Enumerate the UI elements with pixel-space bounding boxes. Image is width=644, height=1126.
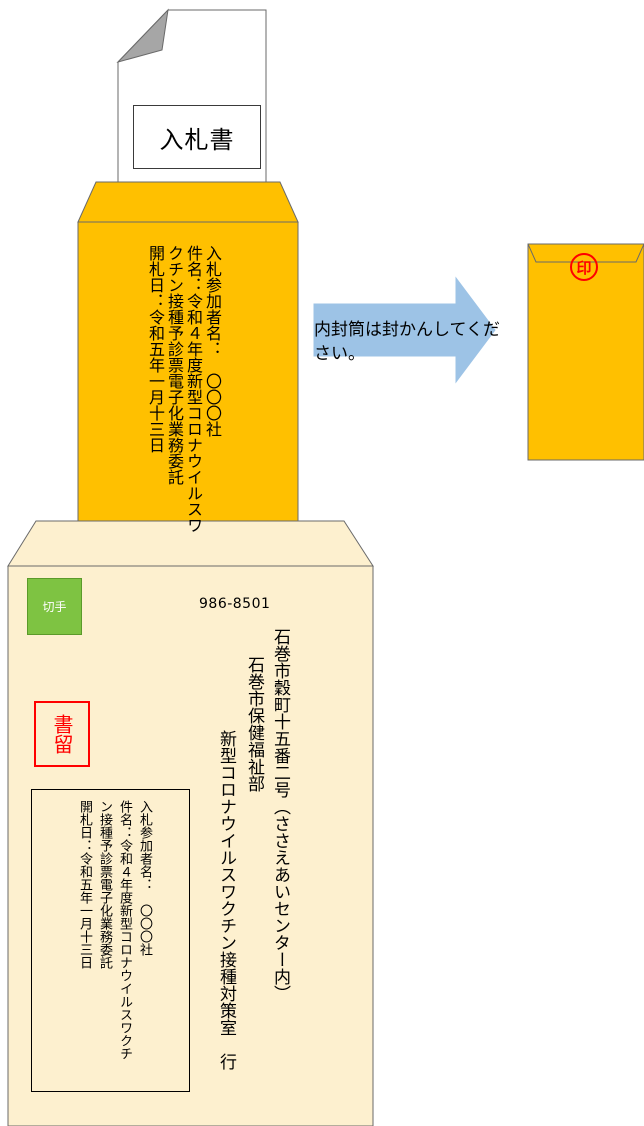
sender-text: 入札参加者名： 〇〇〇社 件名：令和４年度新型コロナウイルスワクチ ン接種予診票… [74, 800, 154, 1060]
bid-document-label: 入札書 [133, 105, 261, 169]
seal-mark: 印 [570, 253, 598, 281]
inner-envelope-flap [77, 181, 299, 223]
inner-line-participant: 入札参加者名： 〇〇〇社 [203, 245, 222, 437]
inner-envelope-text: 入札参加者名： 〇〇〇社 件名：令和４年度新型コロナウイルスワ クチン接種予診票… [146, 245, 222, 533]
folded-corner [116, 8, 169, 63]
registered-mail-mark: 書留 [34, 701, 90, 767]
inner-line-subject-2: クチン接種予診票電子化業務委託 [165, 245, 184, 485]
sender-line-subject-2: ン接種予診票電子化業務委託 [97, 800, 112, 969]
registered-mail-text: 書留 [50, 714, 74, 754]
direction-arrow [313, 276, 496, 384]
outer-envelope [7, 520, 374, 1126]
inner-envelope-body [77, 221, 299, 528]
seal-instruction: 内封筒は封かんしてください。 [314, 320, 500, 364]
outer-envelope-body [7, 565, 374, 1126]
inner-line-opening-date: 開札日：令和五年一月十三日 [146, 245, 165, 453]
postal-code: 986-8501 [199, 596, 271, 612]
inner-line-subject-1: 件名：令和４年度新型コロナウイルスワ [184, 245, 203, 533]
sender-line-subject-1: 件名：令和４年度新型コロナウイルスワクチ [117, 800, 132, 1060]
sender-line-participant: 入札参加者名： 〇〇〇社 [137, 800, 152, 956]
inner-envelope [77, 181, 299, 528]
sender-line-opening-date: 開札日：令和五年一月十三日 [77, 800, 92, 969]
address-line-1: 石巻市穀町十五番二号（ささえあいセンター内） [270, 628, 290, 1002]
postage-stamp: 切手 [27, 578, 82, 635]
address-line-3: 新型コロナウイルスワクチン接種対策室 行 [216, 730, 236, 1070]
sender-box [31, 789, 190, 1092]
address-line-2: 石巻市保健福祉部 [244, 656, 264, 792]
